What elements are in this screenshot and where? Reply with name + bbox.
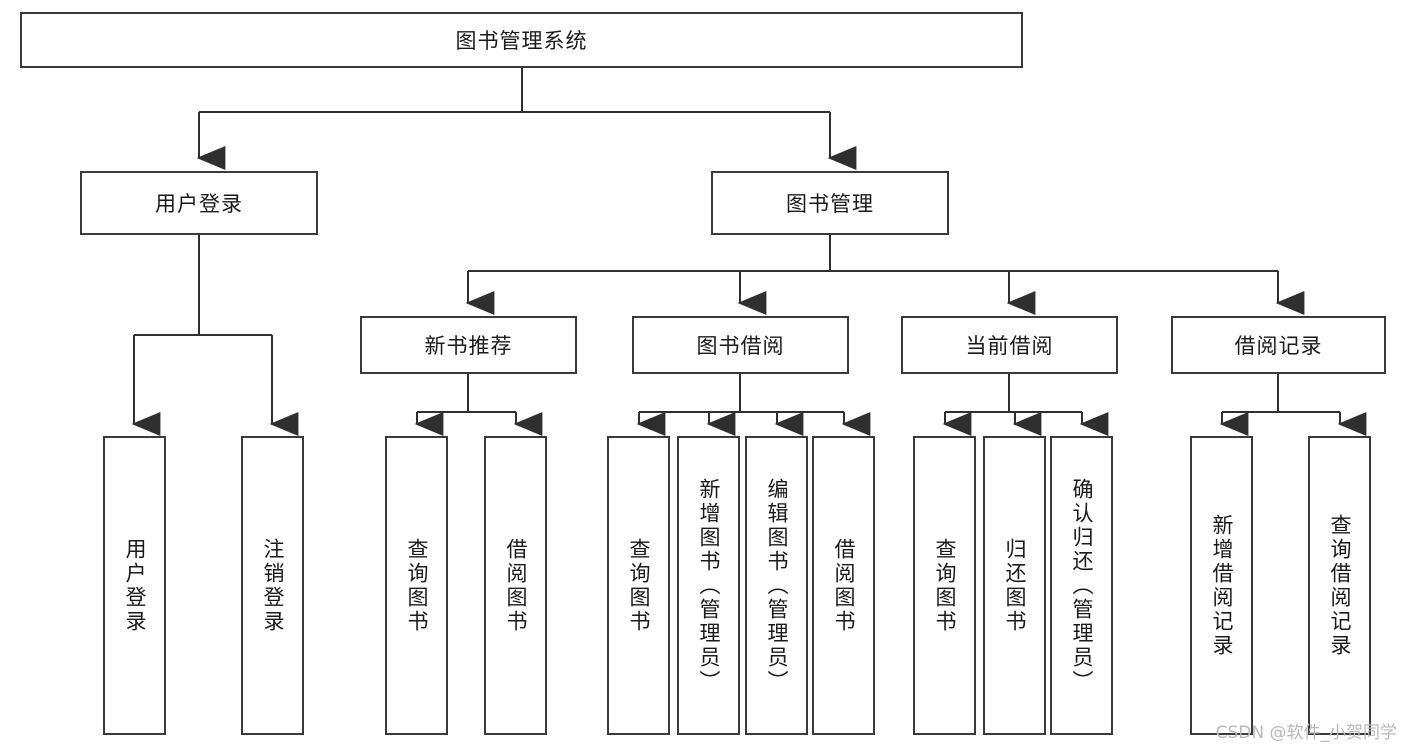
node-new-book-recommend[interactable]: 新书推荐	[360, 316, 577, 374]
leaf-borrow-book-label: 借阅图书	[832, 537, 856, 634]
node-book-borrow-label: 图书借阅	[696, 334, 785, 358]
leaf-borrow-book-recommend-label: 借阅图书	[504, 537, 528, 634]
leaf-user-login[interactable]: 用户登录	[103, 436, 166, 735]
node-root[interactable]: 图书管理系统	[20, 12, 1023, 68]
leaf-query-borrow-record[interactable]: 查询借阅记录	[1308, 436, 1371, 735]
leaf-add-book-admin[interactable]: 新增图书（管理员）	[677, 436, 740, 735]
node-borrow-record-label: 借阅记录	[1234, 334, 1323, 358]
leaf-confirm-return-admin[interactable]: 确认归还（管理员）	[1050, 436, 1113, 735]
leaf-return-book[interactable]: 归还图书	[983, 436, 1046, 735]
node-new-book-recommend-label: 新书推荐	[424, 334, 513, 358]
leaf-add-borrow-record-label: 新增借阅记录	[1210, 513, 1234, 658]
leaf-add-book-admin-label: 新增图书（管理员）	[697, 477, 721, 694]
node-root-label: 图书管理系统	[455, 29, 588, 53]
node-book-management[interactable]: 图书管理	[711, 171, 949, 235]
leaf-edit-book-admin-label: 编辑图书（管理员）	[765, 477, 789, 694]
leaf-query-book-recommend-label: 查询图书	[405, 537, 429, 634]
node-user-login-label: 用户登录	[155, 192, 243, 216]
leaf-confirm-return-admin-label: 确认归还（管理员）	[1070, 477, 1094, 694]
leaf-borrow-book[interactable]: 借阅图书	[812, 436, 875, 735]
node-borrow-record[interactable]: 借阅记录	[1171, 316, 1386, 374]
node-user-login[interactable]: 用户登录	[80, 171, 318, 235]
leaf-add-borrow-record[interactable]: 新增借阅记录	[1190, 436, 1253, 735]
leaf-return-book-label: 归还图书	[1003, 537, 1027, 634]
leaf-query-book-current-label: 查询图书	[933, 537, 957, 634]
leaf-query-book-current[interactable]: 查询图书	[913, 436, 976, 735]
node-current-borrow-label: 当前借阅	[965, 334, 1054, 358]
leaf-logout[interactable]: 注销登录	[241, 436, 304, 735]
node-current-borrow[interactable]: 当前借阅	[901, 316, 1118, 374]
leaf-user-login-label: 用户登录	[123, 537, 147, 634]
leaf-query-book-borrow[interactable]: 查询图书	[607, 436, 670, 735]
leaf-query-book-borrow-label: 查询图书	[627, 537, 651, 634]
leaf-borrow-book-recommend[interactable]: 借阅图书	[484, 436, 547, 735]
node-book-borrow[interactable]: 图书借阅	[632, 316, 849, 374]
leaf-query-book-recommend[interactable]: 查询图书	[385, 436, 448, 735]
leaf-query-borrow-record-label: 查询借阅记录	[1328, 513, 1352, 658]
watermark: CSDN @软件_小贺同学	[1215, 723, 1397, 743]
node-book-management-label: 图书管理	[786, 192, 874, 216]
leaf-logout-label: 注销登录	[261, 537, 285, 634]
leaf-edit-book-admin[interactable]: 编辑图书（管理员）	[745, 436, 808, 735]
